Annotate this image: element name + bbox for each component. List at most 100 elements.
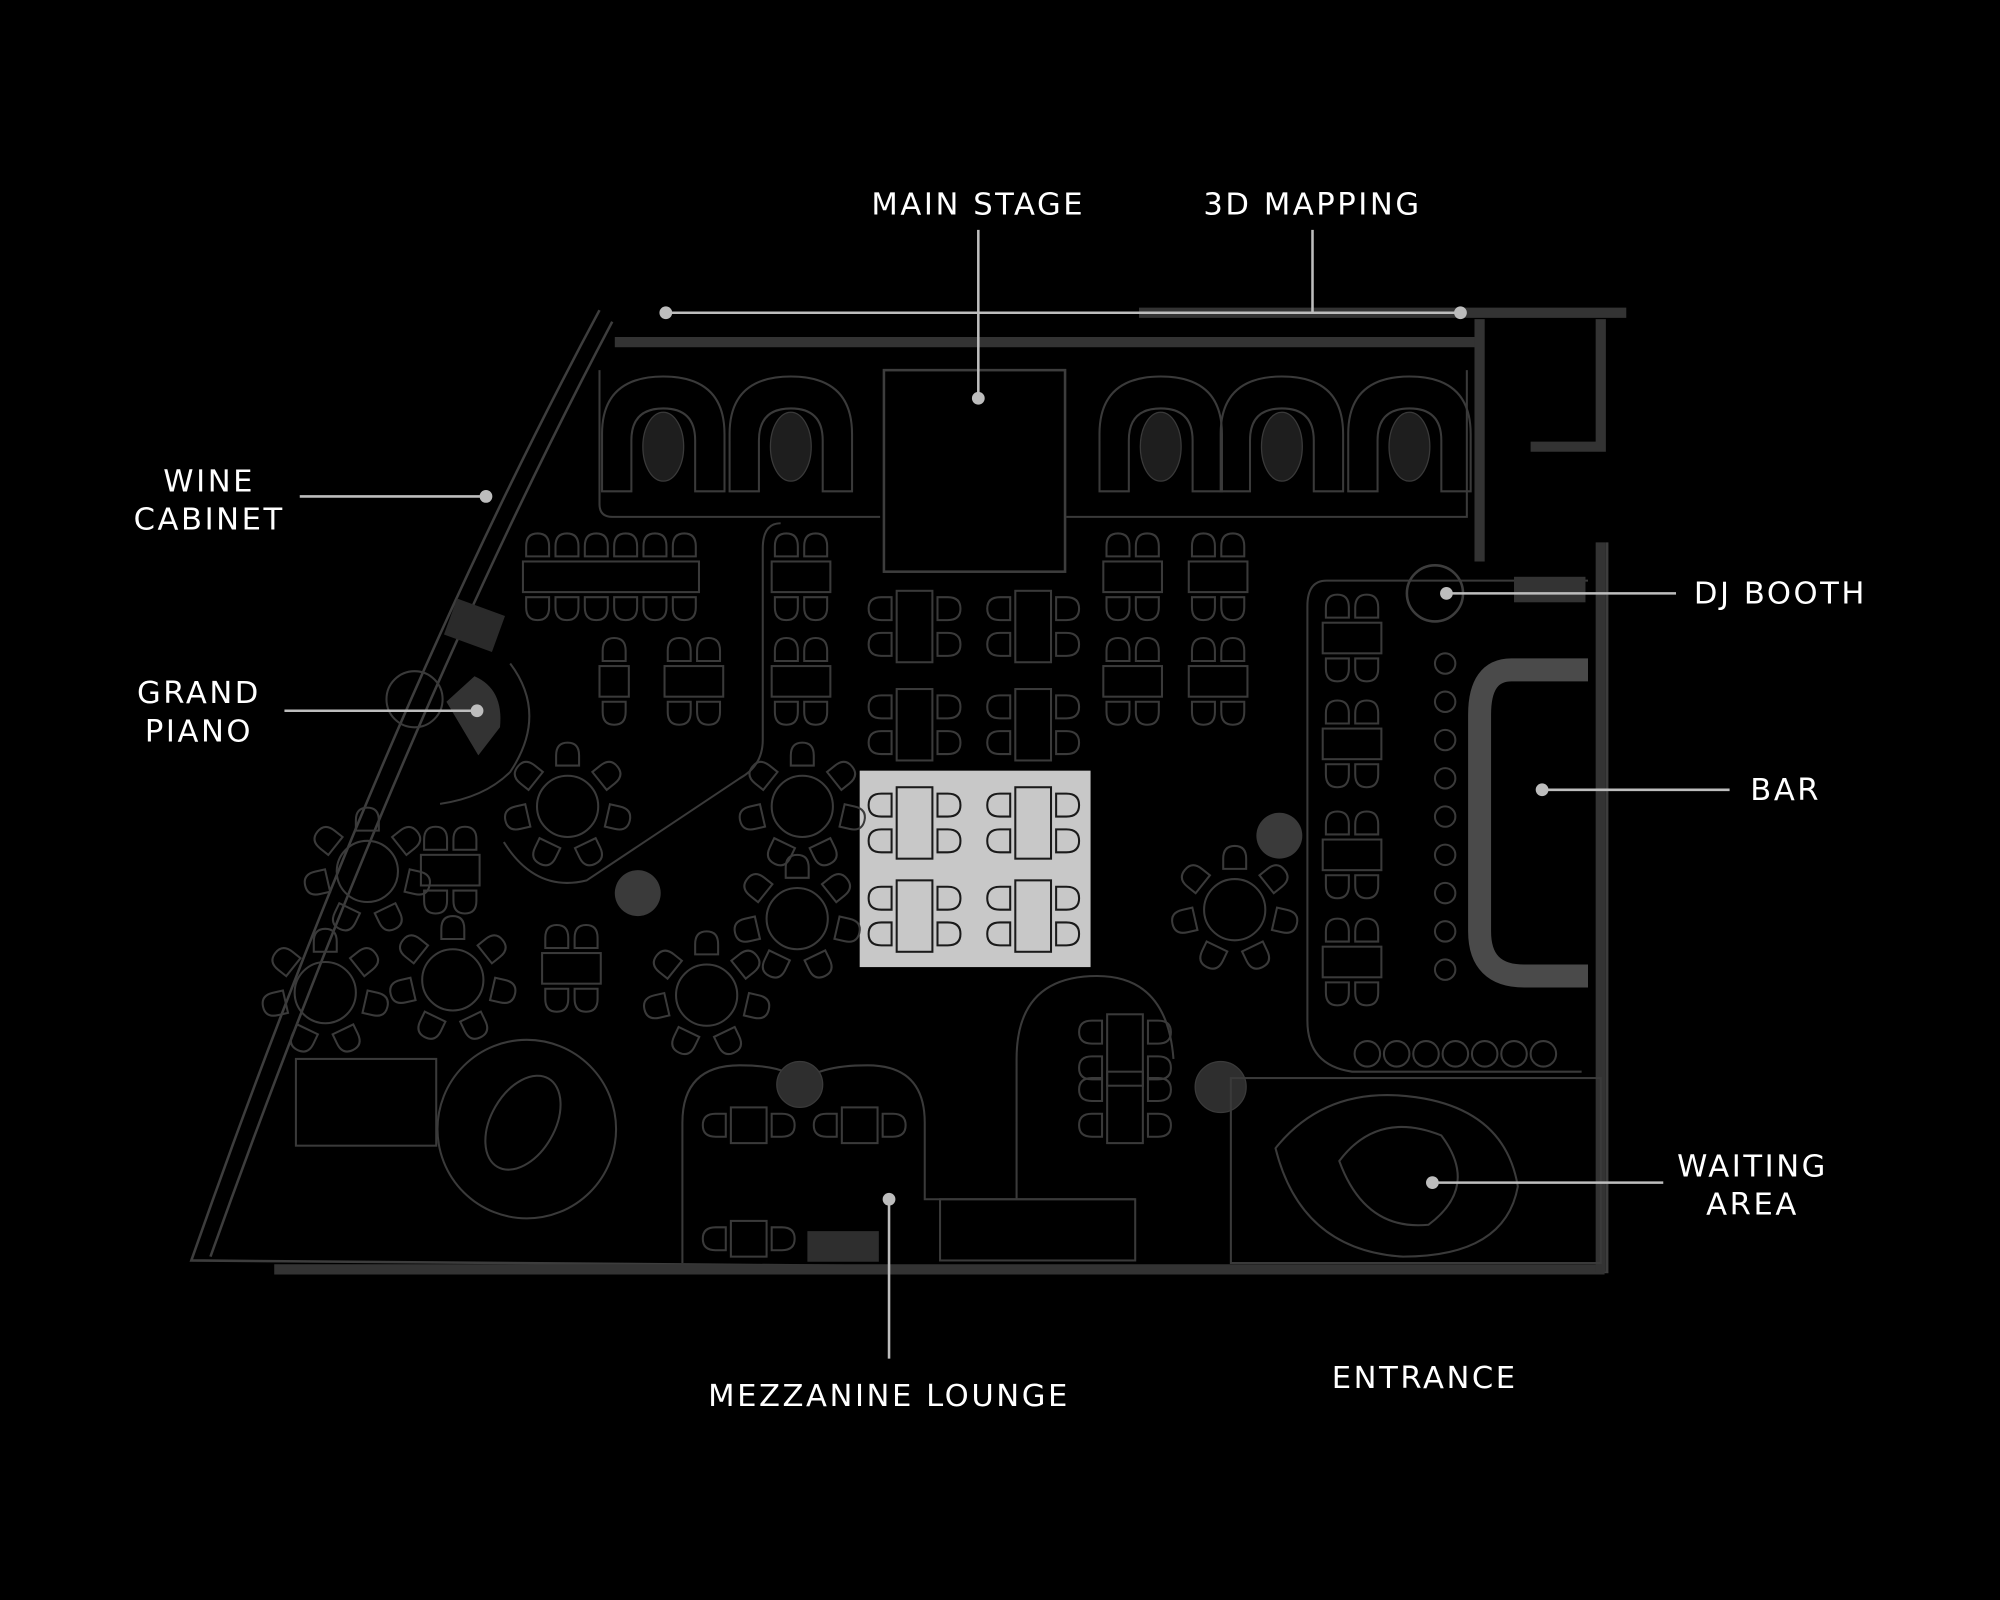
grand-piano-label-line1: GRAND — [137, 676, 261, 711]
chair — [820, 873, 852, 904]
marker-dot — [1535, 783, 1549, 797]
chair — [803, 700, 829, 726]
table — [1187, 665, 1249, 698]
waiting-area-sculpture — [1274, 1094, 1519, 1258]
chair — [544, 987, 570, 1013]
chair — [555, 741, 581, 767]
chair — [1220, 636, 1246, 662]
chair — [986, 730, 1012, 756]
chair — [867, 792, 893, 818]
chair — [936, 631, 962, 657]
chair — [766, 836, 797, 867]
chair — [867, 631, 893, 657]
chair — [1258, 864, 1289, 895]
chair — [743, 873, 774, 904]
bar-stool — [1433, 843, 1457, 867]
marker-dot — [479, 490, 493, 503]
chair — [936, 885, 962, 911]
piano-stage-edge — [439, 662, 531, 805]
chair — [1324, 917, 1350, 943]
grand-piano-label-line2: PIANO — [145, 714, 253, 749]
chair — [1171, 906, 1199, 934]
chair — [1055, 596, 1081, 622]
chair — [476, 934, 507, 965]
chair — [803, 532, 829, 558]
chair — [936, 921, 962, 947]
chair — [1105, 700, 1131, 726]
chair — [1055, 694, 1081, 720]
table — [1187, 560, 1249, 594]
chair — [671, 1025, 701, 1056]
booth-table — [1139, 411, 1182, 482]
chair — [1354, 593, 1380, 619]
chair — [1354, 981, 1380, 1007]
chair — [833, 915, 861, 943]
chair — [1354, 763, 1380, 789]
chair — [1354, 917, 1380, 943]
chair — [1354, 657, 1380, 683]
label-bar: BAR — [1535, 773, 1819, 808]
wine-cabinet — [443, 598, 506, 652]
chair — [867, 921, 893, 947]
label-3d-mapping: 3D MAPPING — [659, 188, 1467, 320]
table — [1321, 945, 1383, 979]
stairs — [939, 1198, 1137, 1262]
entrance-label: ENTRANCE — [1332, 1361, 1518, 1396]
chair — [696, 636, 722, 662]
table — [541, 952, 602, 985]
chair — [312, 927, 338, 953]
chair — [643, 991, 671, 1020]
bar-stool — [1412, 1040, 1440, 1068]
table — [1014, 688, 1053, 762]
booth-table — [1388, 411, 1431, 482]
chair — [603, 803, 632, 831]
chair — [666, 700, 692, 726]
table — [895, 589, 934, 664]
bar-stool — [1433, 881, 1457, 905]
chair — [1354, 810, 1380, 836]
planter — [1194, 1060, 1247, 1114]
chair — [331, 901, 362, 932]
chair — [936, 596, 962, 622]
table — [419, 853, 481, 887]
booth-zone-boundary — [598, 370, 1468, 518]
chair — [590, 760, 622, 792]
chair — [1055, 730, 1081, 756]
chair — [1324, 763, 1350, 789]
table — [895, 786, 934, 860]
chair — [867, 596, 893, 622]
table — [1014, 589, 1053, 664]
booth-sofa — [1347, 375, 1472, 493]
chair — [986, 694, 1012, 720]
chair — [1105, 532, 1131, 558]
round-table — [535, 774, 600, 839]
bar-stool — [1433, 767, 1457, 790]
chair — [573, 836, 604, 867]
chair — [1222, 844, 1248, 870]
chair — [742, 991, 771, 1020]
marker-dot — [1440, 586, 1453, 600]
table — [895, 879, 934, 953]
chair — [452, 889, 478, 915]
bar-stool — [1382, 1040, 1411, 1068]
marker-dot — [882, 1192, 896, 1206]
label-wine-cabinet: WINE CABINET — [134, 464, 493, 538]
chair — [789, 741, 815, 767]
chair — [986, 828, 1012, 854]
chair — [803, 949, 833, 979]
chair — [423, 825, 449, 851]
chair — [671, 532, 697, 558]
bar-stool — [1353, 1040, 1382, 1068]
chair — [440, 915, 466, 941]
chair — [838, 803, 866, 831]
private-dining-table — [484, 1074, 562, 1171]
main-stage-label: MAIN STAGE — [871, 188, 1085, 223]
round-table — [765, 886, 829, 951]
chair — [613, 596, 639, 622]
chair — [986, 921, 1012, 947]
chair — [1354, 699, 1380, 725]
chair — [808, 836, 838, 867]
chair — [1055, 631, 1081, 657]
bar-stool — [1529, 1040, 1558, 1068]
